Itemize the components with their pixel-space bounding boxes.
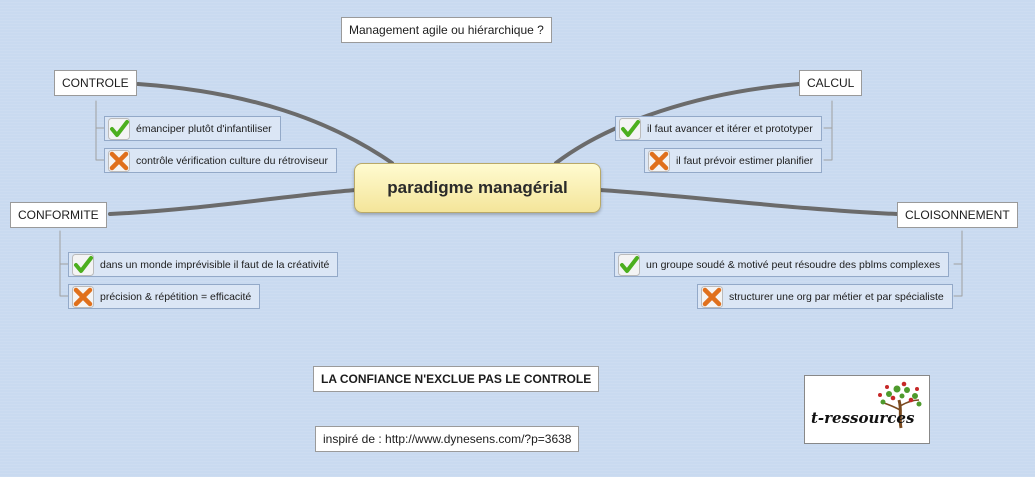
connector-conformite-items: [59, 230, 69, 297]
connector-calcul-items: [823, 100, 833, 161]
subtopic-calcul-1[interactable]: il faut avancer et itérer et prototyper: [615, 116, 822, 141]
subtopic-conformite-1[interactable]: dans un monde imprévisible il faut de la…: [68, 252, 339, 277]
subtopic-label: précision & répétition = efficacité: [100, 290, 252, 303]
topic-conformite[interactable]: CONFORMITE: [10, 202, 107, 228]
subtopic-cloisonnement-1[interactable]: un groupe soudé & motivé peut résoudre d…: [614, 252, 950, 277]
subtopic-label: contrôle vérification culture du rétrovi…: [136, 154, 329, 167]
conclusion-box: LA CONFIANCE N'EXCLUE PAS LE CONTROLE: [313, 366, 600, 392]
subtopic-label: il faut avancer et itérer et prototyper: [647, 122, 813, 135]
subtopic-label: émanciper plutôt d'infantiliser: [136, 122, 272, 135]
central-topic[interactable]: paradigme managérial: [354, 163, 601, 213]
subtopic-label: un groupe soudé & motivé peut résoudre d…: [646, 258, 941, 271]
logo-text: t-ressources: [811, 409, 915, 427]
title-box: Management agile ou hiérarchique ?: [341, 17, 552, 43]
cross-icon: [72, 285, 94, 308]
subtopic-label: structurer une org par métier et par spé…: [729, 290, 944, 303]
connector-cloisonnement: [598, 188, 899, 216]
topic-cloisonnement[interactable]: CLOISONNEMENT: [897, 202, 1018, 228]
connector-controle-items: [95, 100, 105, 161]
subtopic-label: il faut prévoir estimer planifier: [676, 154, 814, 167]
subtopic-cloisonnement-2[interactable]: structurer une org par métier et par spé…: [697, 284, 953, 309]
subtopic-controle-2[interactable]: contrôle vérification culture du rétrovi…: [104, 148, 338, 173]
connector-calcul: [554, 82, 801, 165]
t-ressources-logo: t-ressources: [804, 375, 930, 444]
central-topic-label: paradigme managérial: [387, 178, 568, 197]
check-icon: [108, 117, 130, 140]
subtopic-conformite-2[interactable]: précision & répétition = efficacité: [68, 284, 261, 309]
check-icon: [619, 117, 641, 140]
connector-conformite: [108, 188, 358, 216]
check-icon: [618, 253, 640, 276]
source-box: inspiré de : http://www.dynesens.com/?p=…: [315, 426, 580, 452]
topic-controle[interactable]: CONTROLE: [54, 70, 137, 96]
cross-icon: [648, 149, 670, 172]
cross-icon: [108, 149, 130, 172]
check-icon: [72, 253, 94, 276]
connector-cloisonnement-items: [953, 230, 963, 297]
tree-icon: [878, 381, 922, 429]
connector-controle: [136, 82, 394, 165]
subtopic-calcul-2[interactable]: il faut prévoir estimer planifier: [644, 148, 823, 173]
subtopic-controle-1[interactable]: émanciper plutôt d'infantiliser: [104, 116, 281, 141]
subtopic-label: dans un monde imprévisible il faut de la…: [100, 258, 330, 271]
cross-icon: [701, 285, 723, 308]
topic-calcul[interactable]: CALCUL: [799, 70, 863, 96]
